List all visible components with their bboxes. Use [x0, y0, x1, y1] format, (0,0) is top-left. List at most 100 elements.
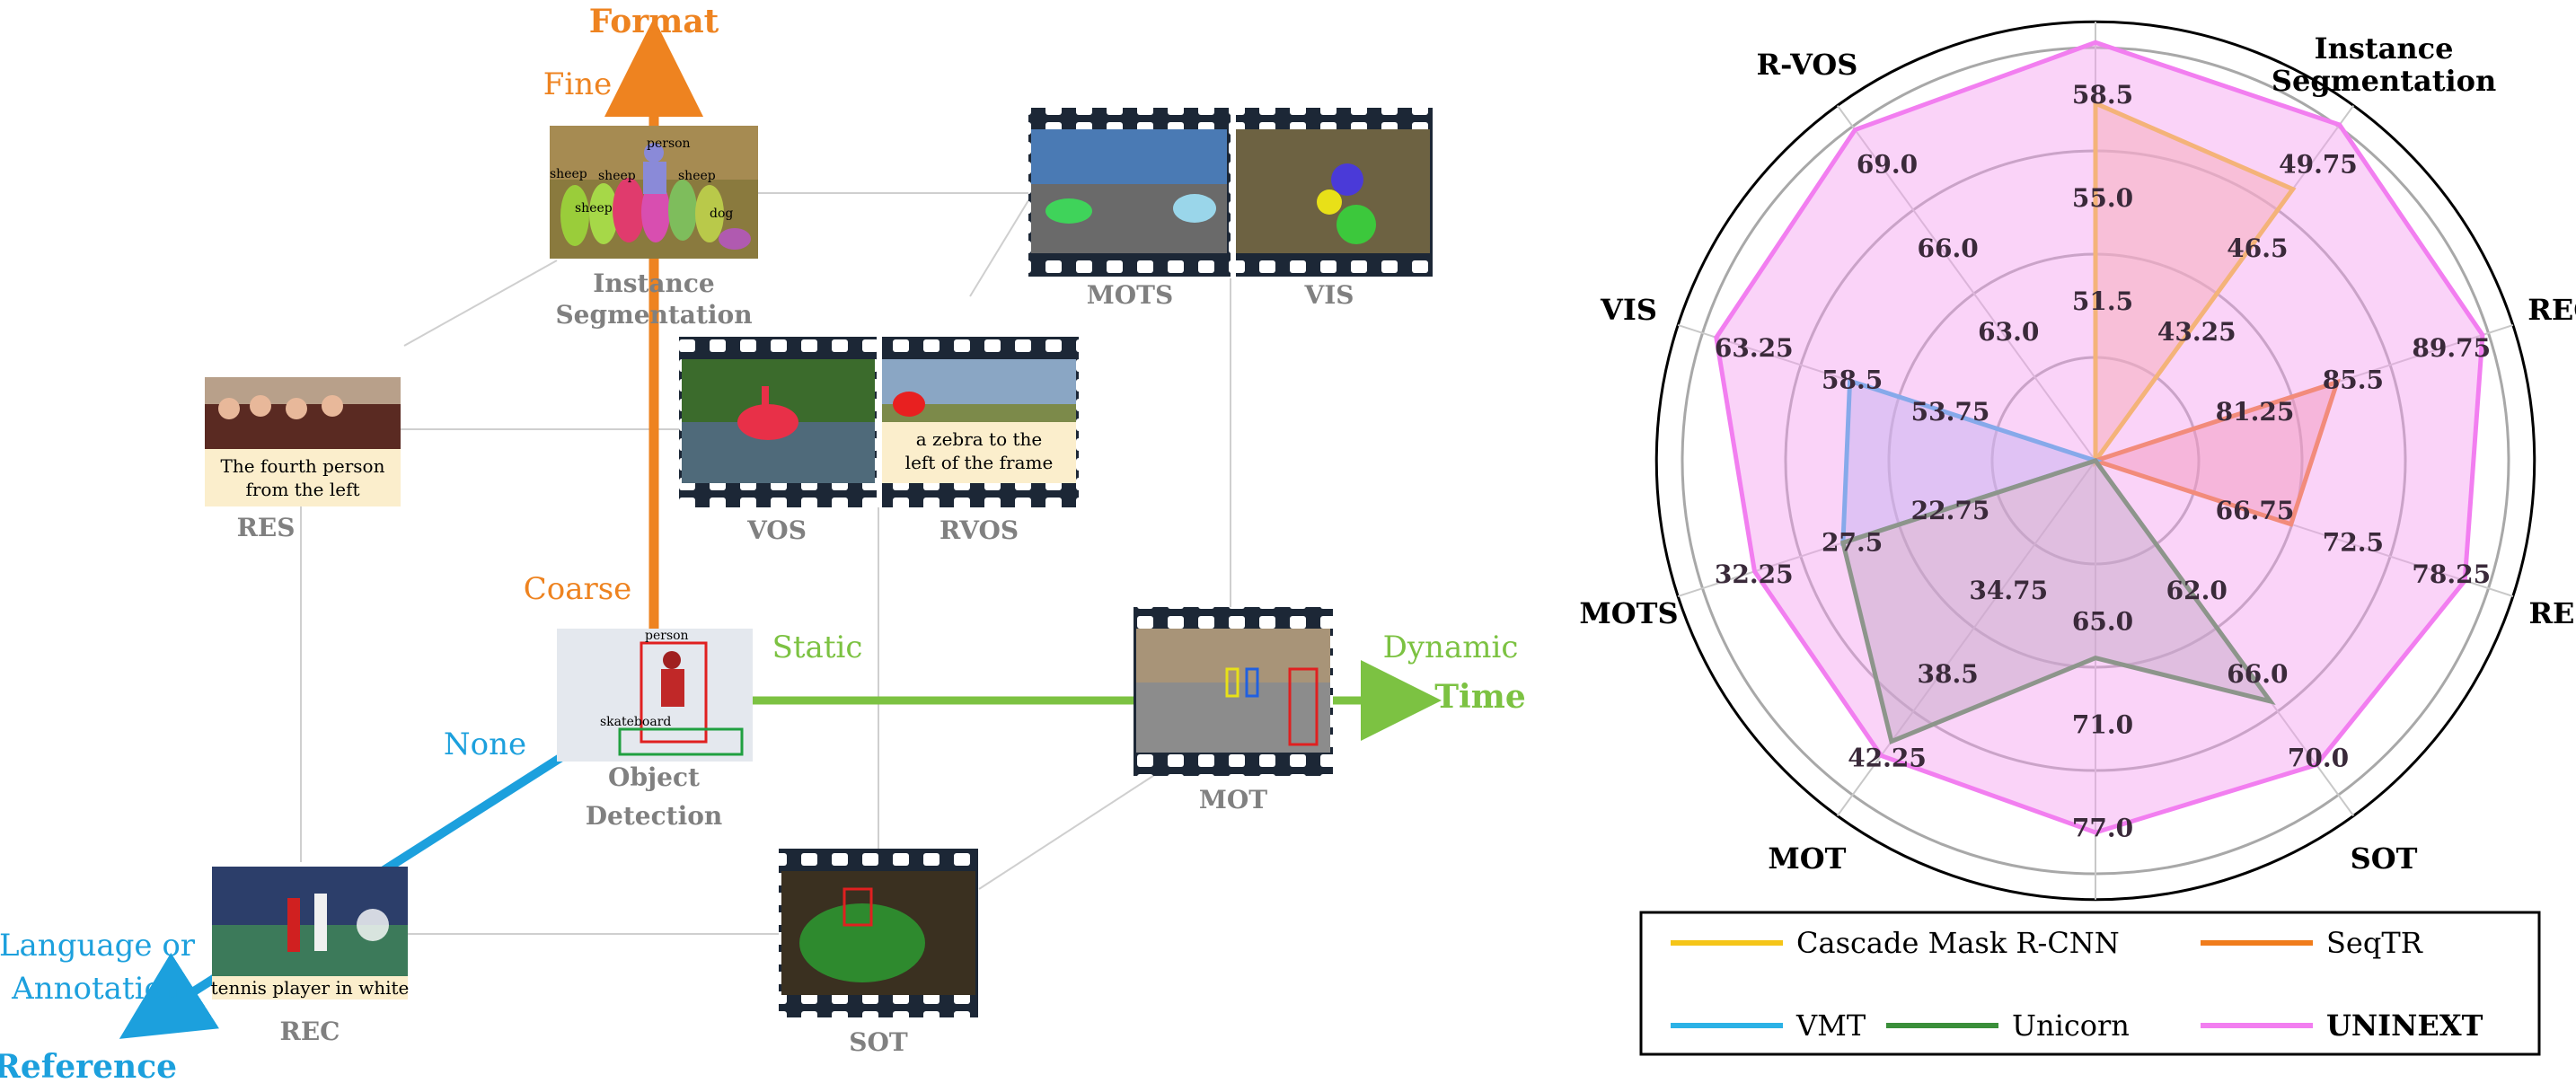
- legend-label: Unicorn: [2012, 1008, 2130, 1043]
- radar-tick-label: 66.75: [2216, 496, 2295, 525]
- sheep-tag: sheep: [678, 169, 716, 183]
- radar-axis-label: REC: [2527, 293, 2576, 327]
- legend-label: UNINEXT: [2326, 1008, 2483, 1043]
- radar-tick-label: 55.0: [2072, 183, 2133, 213]
- rec-label: REC: [280, 1017, 340, 1046]
- dog-tag: dog: [710, 207, 733, 221]
- radar-axis-label: Detection: [2017, 0, 2174, 4]
- radar-tick-label: 34.75: [1969, 576, 2048, 605]
- radar-tick-label: 81.25: [2216, 397, 2295, 427]
- radar-tick-label: 78.25: [2412, 559, 2491, 589]
- rvos-caption: left of the frame: [905, 452, 1054, 473]
- mots-vis-film-strip: [1028, 108, 1433, 277]
- radar-tick-label: 63.0: [1978, 317, 2039, 347]
- sheep-tag: sheep: [550, 167, 587, 181]
- radar-axis-label: MOTS: [1579, 596, 1678, 630]
- rec-image: tennis player in white: [211, 867, 410, 1000]
- time-static-label: Static: [772, 630, 863, 665]
- radar-axis-label: Segmentation: [2272, 64, 2496, 98]
- res-caption: from the left: [245, 479, 359, 500]
- instance-segmentation-image: person sheep sheep sheep sheep dog: [550, 126, 758, 259]
- chart-legend: Cascade Mask R-CNN SeqTR VMT Unicorn UNINEXT: [1639, 911, 2541, 1056]
- radar-chart: 51.5 55.0 58.5 43.25 46.5 49.75 81.25 85.5 89.75…: [1579, 0, 2576, 969]
- radar-axis-label: MOT: [1768, 841, 1846, 876]
- radar-tick-label: 58.5: [2072, 80, 2133, 110]
- radar-tick-label: 72.5: [2323, 528, 2384, 558]
- mots-label: MOTS: [1087, 280, 1173, 310]
- mot-label: MOT: [1199, 785, 1267, 815]
- mot-film-strip: [1134, 607, 1333, 776]
- rvos-caption: a zebra to the: [916, 428, 1043, 450]
- object-detection-label: Detection: [586, 801, 723, 831]
- radar-series-unicorn: [1839, 458, 2276, 745]
- res-image: The fourth person from the left: [205, 377, 401, 506]
- skateboard-tag: skateboard: [600, 715, 671, 729]
- radar-tick-label: 77.0: [2072, 813, 2133, 842]
- person-tag: person: [647, 136, 691, 151]
- radar-tick-label: 49.75: [2279, 150, 2358, 180]
- sheep-tag: sheep: [575, 201, 613, 216]
- radar-tick-label: 69.0: [1857, 150, 1918, 180]
- instance-segmentation-label: Segmentation: [555, 300, 752, 330]
- time-axis-title: Time: [1434, 678, 1525, 716]
- radar-tick-label: 51.5: [2072, 286, 2133, 316]
- radar-series-cascade-mask-r-cnn: [2093, 100, 2297, 468]
- radar-tick-label: 71.0: [2072, 709, 2133, 739]
- radar-tick-label: 62.0: [2166, 576, 2228, 605]
- sheep-tag: sheep: [598, 169, 636, 183]
- res-label: RES: [237, 513, 296, 542]
- radar-tick-label: 89.75: [2412, 333, 2491, 363]
- radar-tick-label: 85.5: [2323, 365, 2384, 394]
- reference-axis-title: Reference: [0, 1048, 177, 1086]
- radar-axis-label: RES: [2528, 596, 2576, 630]
- radar-tick-label: 22.75: [1911, 496, 1990, 525]
- reference-none-label: None: [444, 727, 526, 762]
- format-coarse-label: Coarse: [524, 571, 632, 607]
- legend-label: VMT: [1795, 1008, 1866, 1043]
- radar-tick-label: 63.25: [1715, 333, 1794, 363]
- vos-rvos-film-strip: a zebra to the left of the frame: [679, 337, 1079, 507]
- radar-tick-label: 66.0: [1918, 233, 1979, 263]
- radar-series-seqtr: [2087, 378, 2341, 527]
- reference-language-label: Language or: [0, 928, 196, 964]
- radar-tick-label: 46.5: [2227, 233, 2288, 263]
- radar-series-uninext: [1714, 40, 2485, 835]
- rec-caption: tennis player in white: [211, 977, 410, 999]
- vos-label: VOS: [746, 515, 807, 545]
- instance-segmentation-label: Instance: [593, 269, 715, 298]
- reference-language-label: Annotation: [11, 971, 182, 1007]
- object-detection-image: person skateboard: [557, 629, 753, 762]
- sot-label: SOT: [849, 1027, 908, 1057]
- rvos-label: RVOS: [940, 515, 1019, 545]
- radar-tick-label: 70.0: [2288, 743, 2349, 772]
- vis-label: VIS: [1303, 280, 1354, 310]
- radar-tick-label: 58.5: [1822, 365, 1883, 394]
- radar-tick-label: 27.5: [1822, 528, 1883, 558]
- person-tag: person: [645, 629, 689, 643]
- format-fine-label: Fine: [543, 66, 612, 102]
- legend-label: SeqTR: [2326, 926, 2423, 960]
- time-dynamic-label: Dynamic: [1383, 630, 1519, 665]
- radar-tick-label: 66.0: [2227, 659, 2288, 689]
- legend-box: [1639, 911, 2541, 1056]
- radar-tick-label: 43.25: [2157, 317, 2236, 347]
- radar-axis-label: SOT: [2351, 841, 2418, 876]
- object-detection-label: Object: [608, 762, 700, 792]
- radar-tick-label: 42.25: [1848, 743, 1927, 772]
- radar-tick-label: 53.75: [1911, 397, 1990, 427]
- radar-spoke: [1836, 105, 2096, 462]
- radar-axis-label: R-VOS: [1757, 48, 1858, 82]
- res-caption: The fourth person: [221, 455, 385, 477]
- radar-axis-label: VIS: [1600, 293, 1657, 327]
- format-axis-title: Format: [589, 3, 719, 40]
- radar-axis-label: Instance: [2315, 31, 2454, 66]
- radar-tick-label: 38.5: [1918, 659, 1979, 689]
- radar-tick-labels: 51.5 55.0 58.5 43.25 46.5 49.75 81.25 85.5 89.75…: [1715, 80, 2491, 843]
- task-cube-diagram: person sheep sheep sheep sheep dog Insta…: [0, 3, 1526, 1086]
- sot-film-strip: [779, 849, 978, 1017]
- radar-series: [1714, 40, 2485, 835]
- radar-tick-label: 32.25: [1715, 559, 1794, 589]
- legend-label: Cascade Mask R-CNN: [1796, 926, 2120, 960]
- radar-tick-label: 65.0: [2072, 606, 2133, 636]
